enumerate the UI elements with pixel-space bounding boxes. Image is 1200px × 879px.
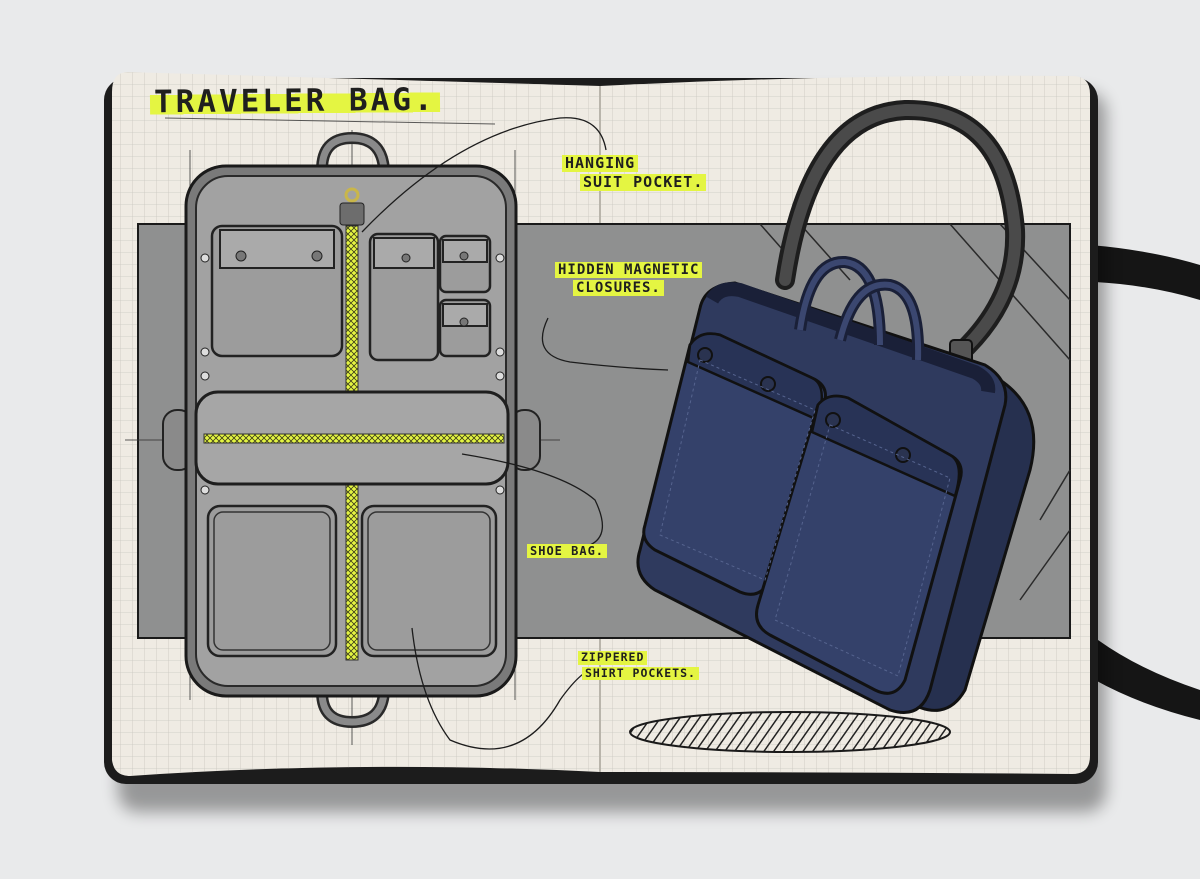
vertical-zipper-bottom [345,479,359,661]
closed-briefcase [636,99,1036,714]
callout-zippered-shirt-pockets: ZIPPERED SHIRT POCKETS. [578,651,699,680]
open-garment-bag [162,131,541,729]
callout-shoe-text: SHOE BAG. [527,544,608,558]
callout-hanging-suit-pocket: HANGING SUIT POCKET. [562,155,707,191]
elastic-strap-lower [1095,640,1200,720]
hatched-shadow [629,711,951,753]
callout-magnetic-line2: CLOSURES. [573,280,664,296]
callout-shoe-bag: SHOE BAG. [527,544,608,558]
elastic-strap [1090,245,1200,300]
callout-hanging-line1: HANGING [562,155,639,172]
sketch-title: TRAVELER BAG. [149,82,440,120]
callout-zippered-line1: ZIPPERED [578,651,648,665]
vertical-zipper-top [345,225,359,397]
callout-hanging-line2: SUIT POCKET. [580,174,707,191]
callout-magnetic-line1: HIDDEN MAGNETIC [555,262,703,278]
leader-lines [361,117,669,750]
callout-zippered-line2: SHIRT POCKETS. [582,666,699,680]
callout-hidden-magnetic-closures: HIDDEN MAGNETIC CLOSURES. [555,262,703,296]
